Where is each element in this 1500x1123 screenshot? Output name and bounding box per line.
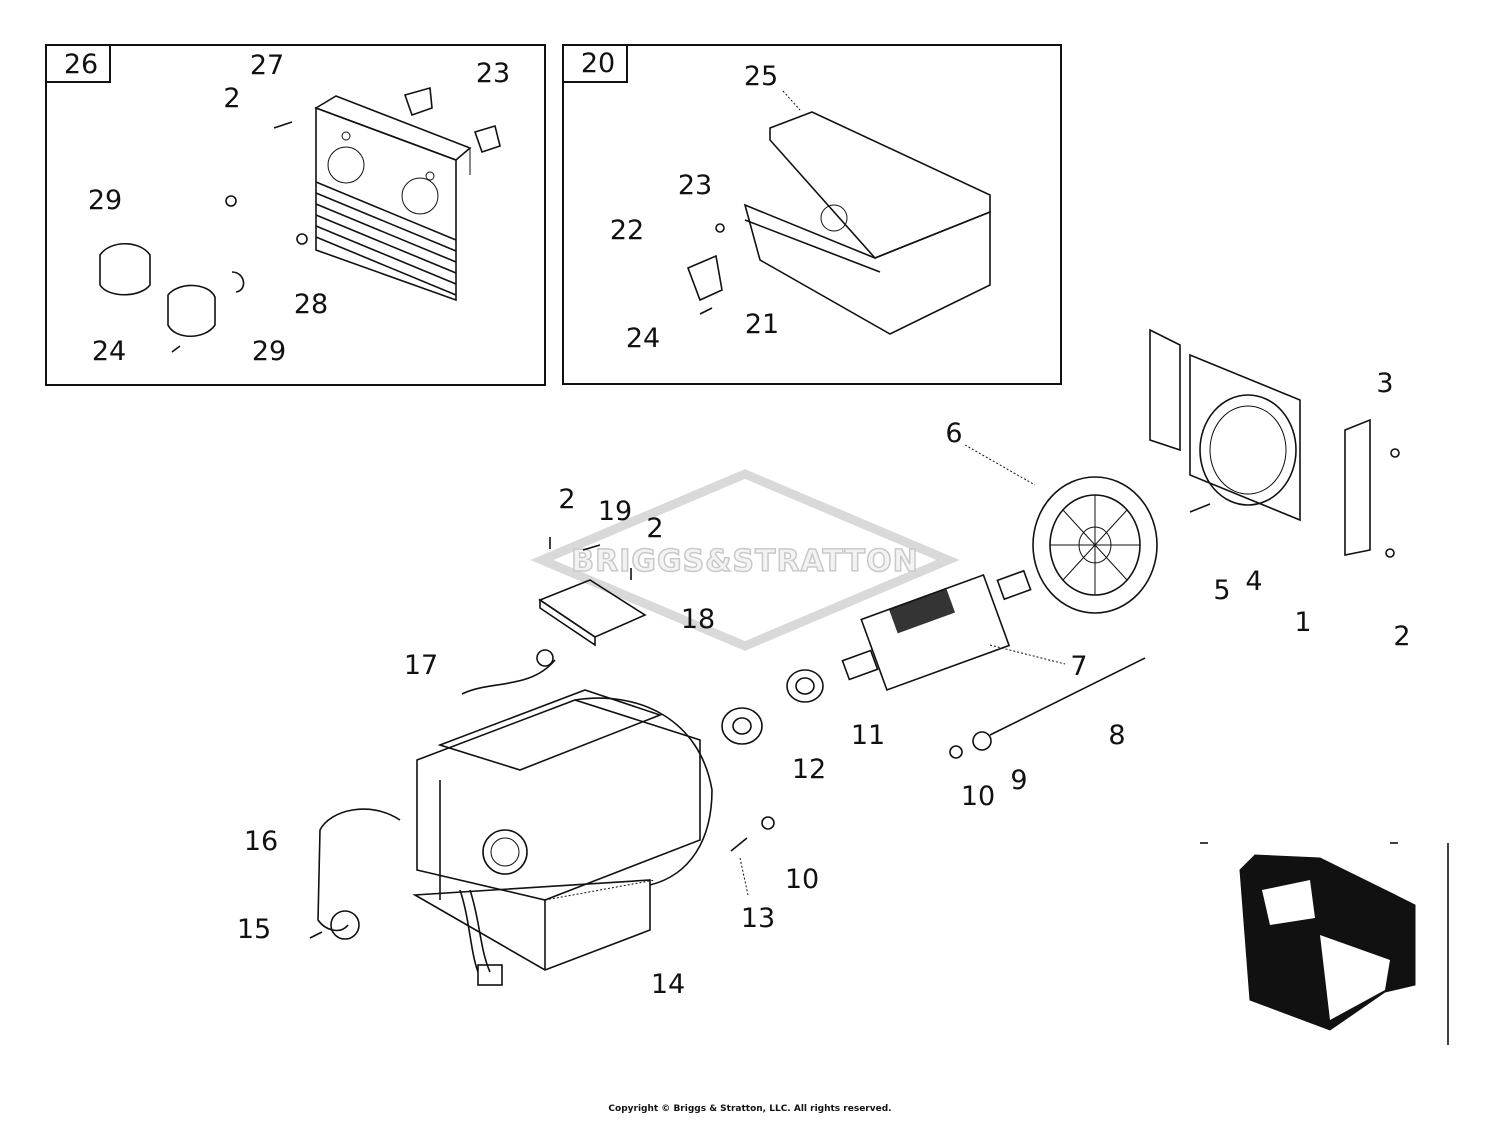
- callout-4: 4: [1245, 566, 1262, 597]
- callout-19: 19: [598, 496, 632, 527]
- callout-labels: 1 2 2 2 3 4 5 6 7 8 9 10 10 11 12 13 14 …: [237, 368, 1411, 1000]
- inset-20-label-25: 25: [744, 61, 778, 92]
- callout-17: 17: [404, 650, 438, 681]
- callout-9: 9: [1010, 765, 1027, 796]
- inset-26-label-24: 24: [92, 336, 126, 367]
- small-components-main: [309, 537, 647, 940]
- rotor-drawing: [841, 569, 1066, 691]
- fan-drawing: [964, 444, 1158, 614]
- callout-2c: 2: [1393, 621, 1410, 652]
- callout-3: 3: [1376, 368, 1393, 399]
- callout-2b: 2: [646, 513, 663, 544]
- inset-20-label-24: 24: [626, 323, 660, 354]
- end-bracket-drawing: [1149, 328, 1400, 558]
- through-bolt-drawing: [730, 657, 1146, 896]
- callout-6: 6: [945, 418, 962, 449]
- inset-20-id: 20: [581, 48, 615, 79]
- inset-26-id: 26: [64, 49, 98, 80]
- inset-26-label-28: 28: [294, 289, 328, 320]
- callout-13: 13: [741, 903, 775, 934]
- inset-20-label-23: 23: [678, 170, 712, 201]
- inset-26: 26 27 2 23 29 28 24 29: [45, 44, 546, 386]
- callout-1: 1: [1294, 607, 1311, 638]
- callout-11: 11: [851, 720, 885, 751]
- stator-housing-drawing: [412, 689, 713, 986]
- callout-8: 8: [1108, 720, 1125, 751]
- copyright-notice: Copyright © Briggs & Stratton, LLC. All …: [608, 1104, 892, 1114]
- inset-26-label-2: 2: [223, 83, 240, 114]
- inset-20-label-21: 21: [745, 309, 779, 340]
- callout-7: 7: [1070, 651, 1087, 682]
- heatsink-panel-drawing: [314, 95, 472, 302]
- callout-10a: 10: [961, 781, 995, 812]
- callout-12: 12: [792, 754, 826, 785]
- callout-16: 16: [244, 826, 278, 857]
- callout-2a: 2: [558, 484, 575, 515]
- inset-20-label-22: 22: [610, 215, 644, 246]
- watermark-text: BRIGGS&STRATTON: [571, 544, 918, 579]
- small-parts-inset-26: [99, 86, 501, 353]
- callout-5: 5: [1213, 575, 1230, 606]
- brand-watermark: BRIGGS&STRATTON: [530, 469, 960, 651]
- inset-26-label-29a: 29: [88, 185, 122, 216]
- callout-15: 15: [237, 914, 271, 945]
- bearing-parts: [721, 669, 824, 745]
- callout-18: 18: [681, 604, 715, 635]
- inset-26-label-27: 27: [250, 50, 284, 81]
- callout-14: 14: [651, 969, 685, 1000]
- callout-10b: 10: [785, 864, 819, 895]
- inset-20: 20 25 23 22 21 24: [562, 44, 1062, 385]
- inset-26-label-29b: 29: [252, 336, 286, 367]
- cover-housing-drawing: [686, 90, 991, 335]
- inset-26-label-23: 23: [476, 58, 510, 89]
- corner-assembly-drawing: [1200, 842, 1449, 1045]
